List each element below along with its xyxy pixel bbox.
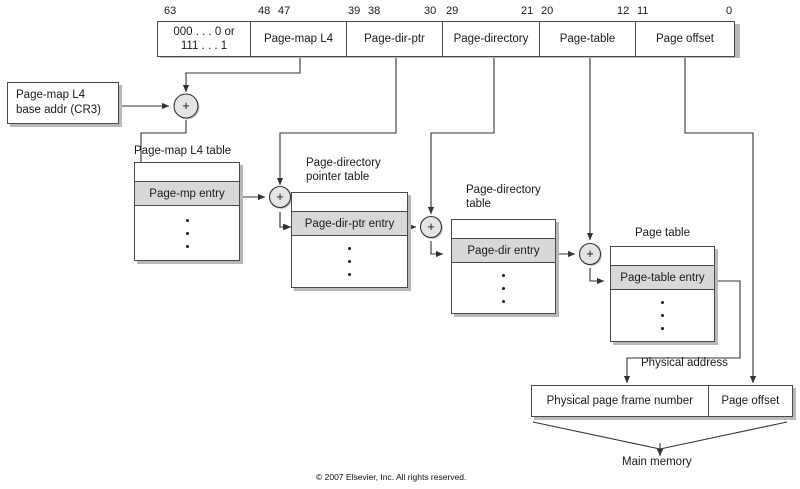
pa-cell-frame-number[interactable]: Physical page frame number bbox=[532, 386, 709, 416]
va-field-sign-extend[interactable]: 000 . . . 0 or 111 . . . 1 bbox=[158, 22, 251, 56]
bit-label: 63 bbox=[164, 5, 177, 17]
va-field-page-directory[interactable]: Page-directory bbox=[443, 22, 540, 56]
ellipsis-dot bbox=[348, 260, 351, 263]
pml4-table[interactable]: Page-mp entry bbox=[134, 162, 240, 261]
bit-label: 48 bbox=[258, 5, 271, 17]
ellipsis-dot bbox=[185, 244, 189, 248]
pdp-row-blank bbox=[292, 193, 407, 212]
ellipsis-dot bbox=[348, 247, 351, 250]
virtual-address-bar: 000 . . . 0 or 111 . . . 1 Page-map L4 P… bbox=[157, 21, 735, 57]
bit-label: 12 bbox=[617, 5, 630, 17]
pdp-rows-ellipsis bbox=[292, 236, 407, 287]
main-memory-label: Main memory bbox=[622, 456, 692, 468]
adder-pdp: + bbox=[427, 219, 435, 234]
bit-label: 30 bbox=[424, 5, 437, 17]
adder-pd: + bbox=[586, 246, 594, 261]
pd-table[interactable]: Page-dir entry bbox=[451, 219, 556, 314]
ellipsis-dot bbox=[502, 299, 505, 303]
adder-cr3: + bbox=[182, 98, 190, 113]
table-caption-pd: Page-directory table bbox=[466, 184, 541, 210]
pdp-table[interactable]: Page-dir-ptr entry bbox=[291, 192, 408, 288]
bit-label: 11 bbox=[637, 5, 649, 17]
va-field-page-offset[interactable]: Page offset bbox=[636, 22, 734, 56]
bit-label: 20 bbox=[541, 5, 554, 17]
pt-table[interactable]: Page-table entry bbox=[610, 246, 715, 342]
bit-label: 0 bbox=[726, 5, 733, 17]
va-field-page-dir-ptr[interactable]: Page-dir-ptr bbox=[347, 22, 443, 56]
pd-entry-row[interactable]: Page-dir entry bbox=[452, 239, 555, 263]
physical-address-label: Physical address bbox=[641, 357, 728, 369]
bit-label: 39 bbox=[348, 5, 361, 17]
bit-label: 29 bbox=[446, 5, 459, 17]
table-caption-pt: Page table bbox=[635, 227, 690, 239]
ellipsis-dot bbox=[185, 218, 189, 222]
bit-label: 47 bbox=[278, 5, 291, 17]
pdp-entry-row[interactable]: Page-dir-ptr entry bbox=[292, 212, 407, 236]
table-caption-pdp: Page-directory pointer table bbox=[306, 157, 381, 183]
pd-row-blank bbox=[452, 220, 555, 239]
ellipsis-dot bbox=[348, 273, 351, 276]
va-field-page-map-l4[interactable]: Page-map L4 bbox=[251, 22, 347, 56]
adder-pml4: + bbox=[276, 189, 284, 204]
ellipsis-dot bbox=[661, 327, 664, 330]
pt-row-blank bbox=[611, 247, 714, 266]
ellipsis-dot bbox=[661, 301, 664, 304]
pa-cell-page-offset[interactable]: Page offset bbox=[721, 395, 780, 407]
bit-label: 38 bbox=[368, 5, 381, 17]
table-caption-pml4: Page-map L4 table bbox=[134, 145, 232, 157]
ellipsis-dot bbox=[185, 231, 189, 235]
va-field-page-table[interactable]: Page-table bbox=[540, 22, 636, 56]
ellipsis-dot bbox=[661, 314, 664, 317]
pd-rows-ellipsis bbox=[452, 263, 555, 313]
bit-label: 21 bbox=[521, 5, 534, 17]
pml4-row-blank bbox=[135, 163, 239, 182]
pml4-rows-ellipsis bbox=[135, 206, 239, 260]
pt-rows-ellipsis bbox=[611, 290, 714, 341]
ellipsis-dot bbox=[502, 286, 505, 290]
pt-entry-row[interactable]: Page-table entry bbox=[611, 266, 714, 290]
cr3-base-address-box[interactable]: Page-map L4 base addr (CR3) bbox=[7, 82, 119, 124]
ellipsis-dot bbox=[502, 273, 505, 277]
copyright-notice: © 2007 Elsevier, Inc. All rights reserve… bbox=[316, 472, 467, 482]
physical-address-bar: Physical page frame number Page offset bbox=[531, 385, 793, 417]
pml4-entry-row[interactable]: Page-mp entry bbox=[135, 182, 239, 206]
